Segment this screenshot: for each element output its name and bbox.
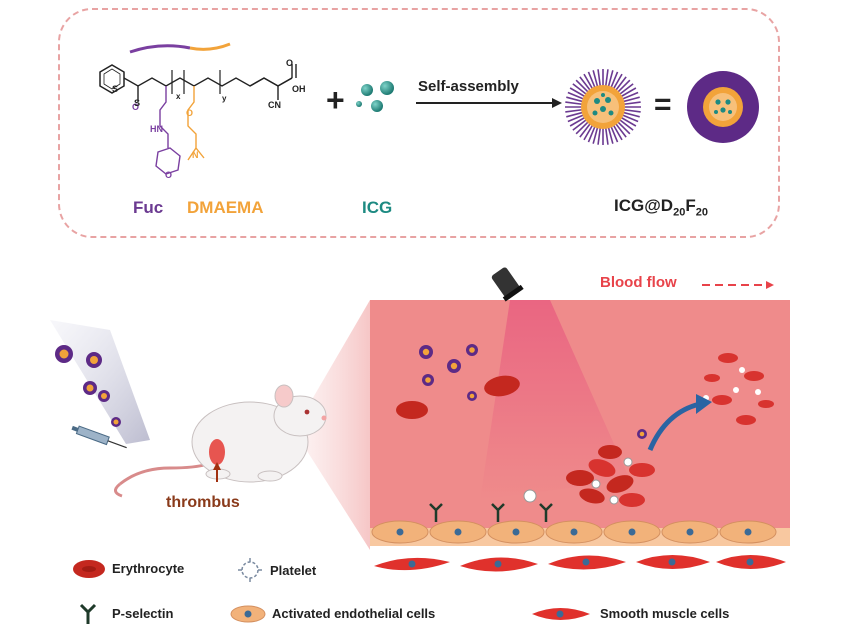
micelle-spike xyxy=(612,123,623,141)
micelle-spike xyxy=(566,96,584,103)
chem-nh: HN xyxy=(150,124,163,134)
micelle-spike xyxy=(618,83,634,96)
micelle-spike xyxy=(587,71,597,89)
chem-cn: CN xyxy=(268,100,281,110)
micelle-spike xyxy=(612,73,623,91)
micelle-spike xyxy=(579,122,592,138)
plus-sign: + xyxy=(326,82,345,118)
micelle-spike xyxy=(607,126,614,144)
micelle-spike xyxy=(572,83,588,96)
icg-label: ICG xyxy=(362,198,393,217)
thrombus-label: thrombus xyxy=(166,494,240,511)
synthesis-panel xyxy=(58,8,780,238)
micelle-spike xyxy=(614,122,627,138)
micelle-spike xyxy=(609,71,619,89)
product-label: ICG@D20F20 xyxy=(614,196,708,219)
micelle-spike xyxy=(572,118,588,131)
syringe-icon xyxy=(71,425,127,449)
micelle-spike xyxy=(622,101,641,106)
micelle-spike xyxy=(616,79,631,94)
endothelial-icon xyxy=(230,605,266,623)
micelle-spike xyxy=(607,70,614,88)
micelle-spike xyxy=(566,111,584,118)
light-source-icon xyxy=(491,267,524,302)
micelle-spike xyxy=(592,126,599,144)
micelle-spike xyxy=(621,91,639,101)
micelle-spike xyxy=(567,113,585,123)
smooth-muscle-icon xyxy=(532,608,590,620)
chem-s2: S xyxy=(134,98,141,108)
erythrocyte-icon xyxy=(73,560,105,578)
micelle-spike xyxy=(621,113,639,123)
chem-o4: O xyxy=(165,170,173,180)
micelle-spike xyxy=(619,87,637,98)
micelle-spiky xyxy=(565,69,641,145)
blood-flow-arrow xyxy=(702,281,774,289)
chem-x: x xyxy=(176,92,181,101)
micelle-spike xyxy=(565,108,584,113)
micelle-spike xyxy=(619,116,637,127)
micelle-spike xyxy=(565,101,584,106)
micelle-spike xyxy=(583,73,594,91)
micelle-spike xyxy=(575,79,590,94)
micelle-spike xyxy=(622,96,640,103)
fuc-label: Fuc xyxy=(133,198,164,217)
equals-sign: = xyxy=(654,88,672,121)
micelle-spike xyxy=(616,120,631,135)
p-selectin-label: P-selectin xyxy=(112,606,174,621)
micelle-spike xyxy=(622,108,641,113)
micelle-spike xyxy=(622,111,640,118)
micelle-spike xyxy=(604,126,609,145)
micelle-spike xyxy=(587,125,597,143)
micelle-spike xyxy=(569,87,587,98)
polymer-structure xyxy=(99,42,297,175)
chem-o1: O xyxy=(132,102,140,112)
chem-n: N xyxy=(192,150,199,160)
endothelial-label: Activated endothelial cells xyxy=(272,606,436,621)
self-assembly-label: Self-assembly xyxy=(418,78,519,95)
micelle-spike xyxy=(569,116,587,127)
erythrocyte-label: Erythrocyte xyxy=(112,561,185,576)
zoom-cone xyxy=(300,300,370,550)
micelle-spike xyxy=(609,125,619,143)
blood-vessel xyxy=(370,300,790,572)
micelle-simplified xyxy=(687,71,759,143)
micelle-spike xyxy=(592,70,599,88)
micelle-spike xyxy=(583,123,594,141)
p-selectin-icon xyxy=(79,603,97,624)
dmaema-label: DMAEMA xyxy=(187,198,264,217)
micelle-spike xyxy=(614,76,627,92)
chem-oh: OH xyxy=(292,84,306,94)
smooth-muscle-label: Smooth muscle cells xyxy=(600,606,730,621)
micelle-spike xyxy=(597,126,602,145)
chem-o2: O xyxy=(286,58,294,68)
blood-flow-label: Blood flow xyxy=(600,274,677,291)
chem-o3: O xyxy=(186,108,194,118)
platelet-icon xyxy=(238,558,262,582)
platelet-label: Platelet xyxy=(270,563,317,578)
micelle-spike xyxy=(567,91,585,101)
injection-cone xyxy=(50,320,150,444)
micelle-spike xyxy=(604,69,609,88)
chem-y: y xyxy=(222,94,227,103)
chem-s1: S xyxy=(112,84,119,94)
micelle-spike xyxy=(575,120,590,135)
micelle-spike xyxy=(618,118,634,131)
icg-molecules xyxy=(356,81,394,112)
micelle-spike xyxy=(579,76,592,92)
micelle-spike xyxy=(597,69,602,88)
mouse-illustration xyxy=(114,384,327,498)
self-assembly-arrow xyxy=(416,98,562,108)
